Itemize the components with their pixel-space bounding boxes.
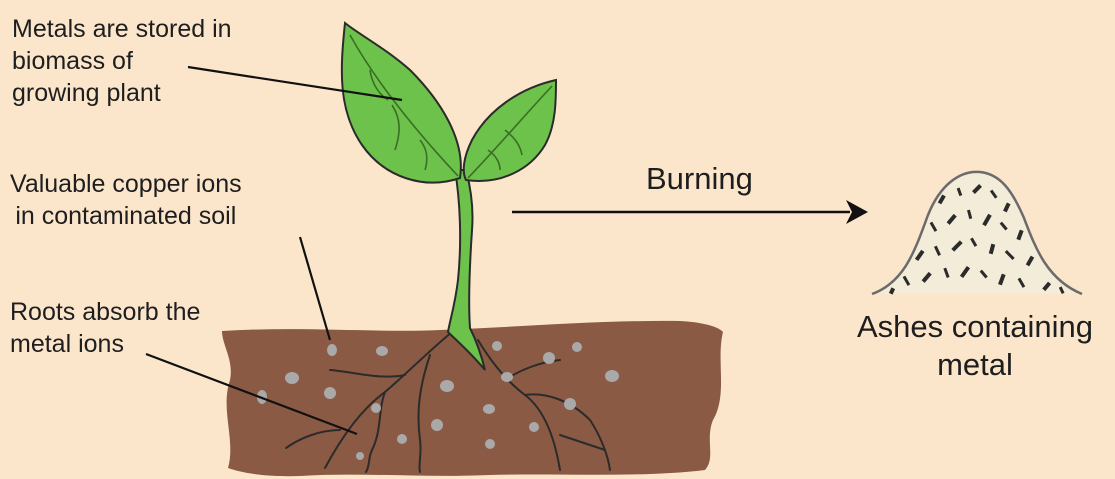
label-metals-stored: Metals are stored in biomass of growing …	[12, 13, 232, 109]
burning-arrow	[512, 200, 868, 224]
plant-leaf-right	[464, 80, 556, 181]
label-copper-ions: Valuable copper ions in contaminated soi…	[10, 168, 242, 232]
label-roots-absorb: Roots absorb the metal ions	[10, 296, 200, 360]
label-burning: Burning	[646, 160, 753, 198]
ash-pile	[872, 172, 1082, 295]
label-ashes: Ashes containing metal	[845, 308, 1105, 384]
